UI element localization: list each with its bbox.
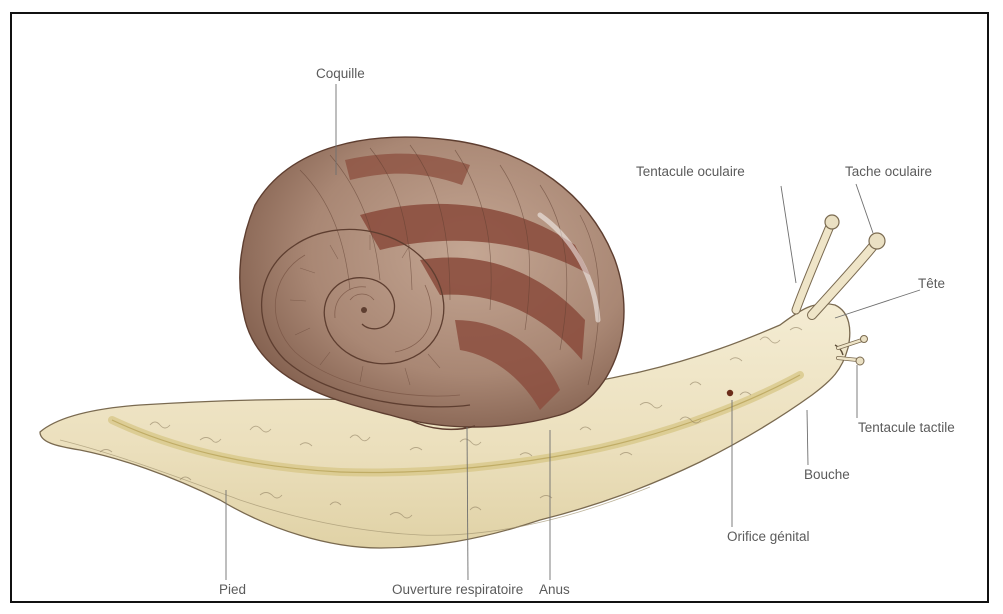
label-coquille: Coquille [316, 66, 365, 81]
leader-tentacule-oculaire [781, 186, 796, 283]
label-tache-oculaire: Tache oculaire [845, 164, 932, 179]
genital-orifice-dot [727, 390, 733, 396]
label-tentacule-oculaire: Tentacule oculaire [636, 164, 745, 179]
shell [240, 137, 624, 429]
label-orifice-genital: Orifice génital [727, 529, 810, 544]
leader-bouche [807, 410, 808, 465]
label-pied: Pied [219, 582, 246, 597]
label-ouverture-respiratoire: Ouverture respiratoire [392, 582, 523, 597]
label-bouche: Bouche [804, 467, 850, 482]
label-tentacule-tactile: Tentacule tactile [858, 420, 955, 435]
label-tete: Tête [918, 276, 945, 291]
leader-tache-oculaire [856, 184, 873, 233]
leader-tete [835, 290, 920, 318]
label-anus: Anus [539, 582, 570, 597]
